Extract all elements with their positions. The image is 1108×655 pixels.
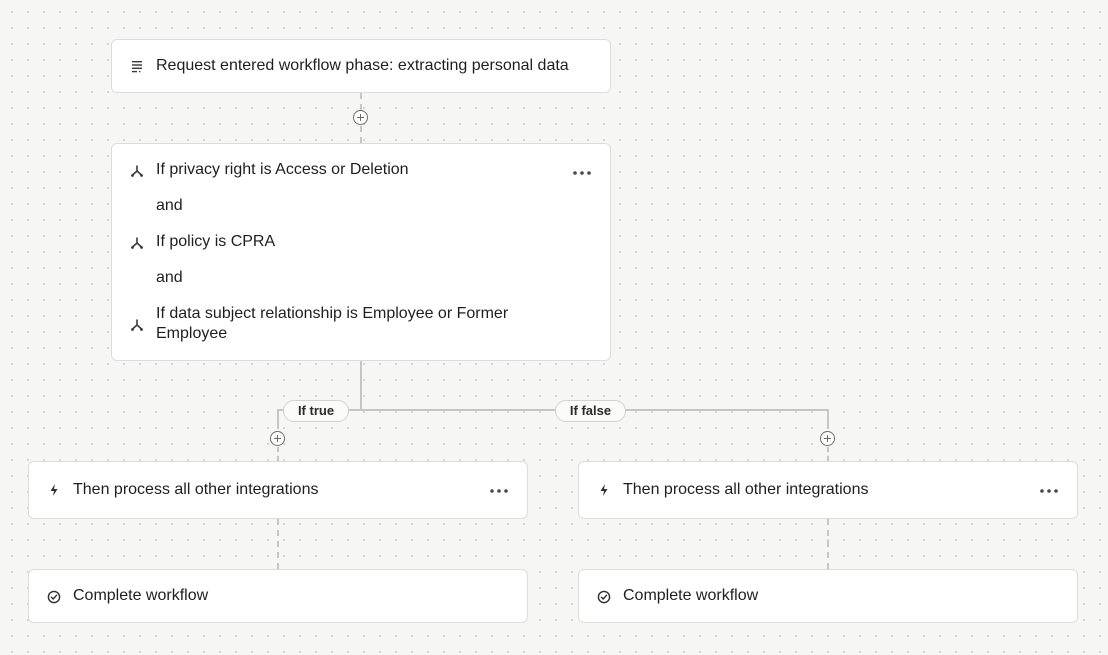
branch-label-true[interactable]: If true: [283, 400, 349, 422]
more-horizontal-icon[interactable]: [572, 170, 592, 176]
add-step-button[interactable]: [353, 110, 368, 125]
add-step-false-button[interactable]: [820, 431, 835, 446]
trigger-card[interactable]: Request entered workflow phase: extracti…: [111, 39, 611, 93]
final-card-false[interactable]: Complete workflow: [578, 569, 1078, 623]
bolt-icon: [600, 484, 608, 496]
branch-icon: [131, 237, 143, 249]
more-horizontal-icon[interactable]: [489, 488, 509, 494]
final-card-true[interactable]: Complete workflow: [28, 569, 528, 623]
condition-card[interactable]: If privacy right is Access or Deletion a…: [111, 143, 611, 361]
more-horizontal-icon[interactable]: [1039, 488, 1059, 494]
check-circle-icon: [597, 590, 611, 604]
condition-joiner-2: and: [156, 269, 183, 286]
condition-label-2: If policy is CPRA: [156, 233, 276, 250]
bolt-icon: [50, 484, 58, 496]
connector-condition-down: [360, 361, 362, 411]
trigger-label: Request entered workflow phase: extracti…: [156, 57, 569, 74]
connector-branch-right: [827, 409, 829, 429]
action-card-true[interactable]: Then process all other integrations: [28, 461, 528, 519]
check-circle-icon: [47, 590, 61, 604]
condition-joiner-1: and: [156, 197, 183, 214]
connector-false-to-action: [827, 447, 829, 461]
connector-false-action-to-final: [827, 519, 829, 569]
action-label-true: Then process all other integrations: [73, 481, 319, 498]
connector-true-action-to-final: [277, 519, 279, 569]
branch-icon: [131, 319, 143, 331]
action-card-false[interactable]: Then process all other integrations: [578, 461, 1078, 519]
condition-label-1: If privacy right is Access or Deletion: [156, 161, 409, 178]
final-label-true: Complete workflow: [73, 587, 209, 604]
action-label-false: Then process all other integrations: [623, 481, 869, 498]
branch-icon: [131, 165, 143, 177]
connector-true-to-action: [277, 447, 279, 461]
connector-branch-left: [277, 409, 279, 429]
final-label-false: Complete workflow: [623, 587, 759, 604]
add-step-true-button[interactable]: [270, 431, 285, 446]
list-icon: [132, 61, 142, 73]
branch-label-false[interactable]: If false: [555, 400, 626, 422]
connector-branch-horizontal: [278, 409, 829, 411]
condition-label-3: If data subject relationship is Employee…: [156, 305, 509, 342]
